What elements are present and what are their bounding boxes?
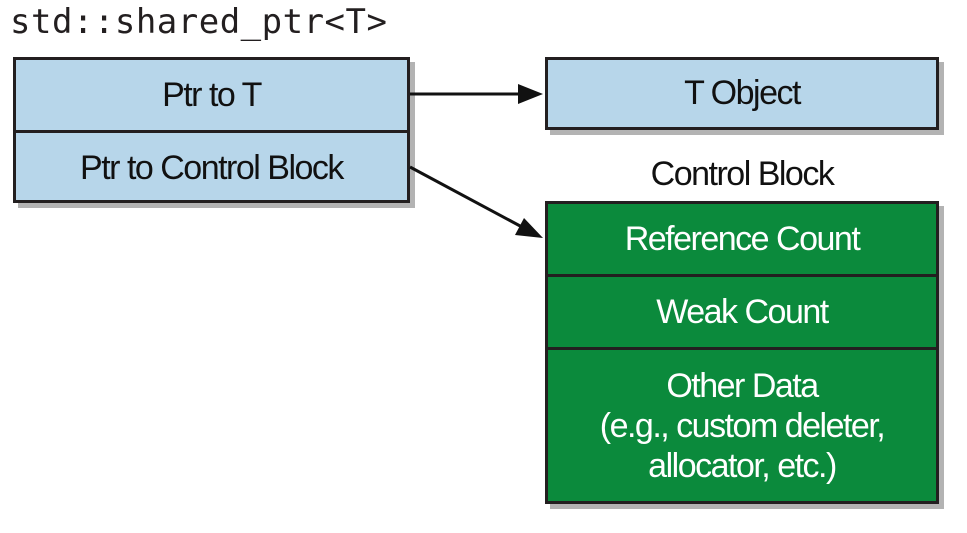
- reference-count-cell: Reference Count: [548, 204, 936, 277]
- other-data-line2: (e.g., custom deleter,: [599, 406, 886, 445]
- shared-ptr-box: Ptr to T Ptr to Control Block: [13, 57, 410, 203]
- weak-count-cell: Weak Count: [548, 277, 936, 350]
- other-data-cell: Other Data (e.g., custom deleter, alloca…: [548, 350, 936, 501]
- ptr-to-t-cell: Ptr to T: [16, 60, 407, 133]
- arrow-ptr-to-t-object: [410, 84, 543, 104]
- control-block-box: Reference Count Weak Count Other Data (e…: [545, 201, 939, 504]
- arrow-ptr-to-control-block: [409, 165, 543, 238]
- diagram-title: std::shared_ptr<T>: [10, 2, 388, 42]
- ptr-to-control-block-cell: Ptr to Control Block: [80, 148, 344, 187]
- t-object-box: T Object: [545, 57, 939, 130]
- other-data-line3: allocator, etc.): [648, 446, 837, 485]
- control-block-label: Control Block: [650, 155, 835, 193]
- other-data-line1: Other Data: [666, 366, 819, 405]
